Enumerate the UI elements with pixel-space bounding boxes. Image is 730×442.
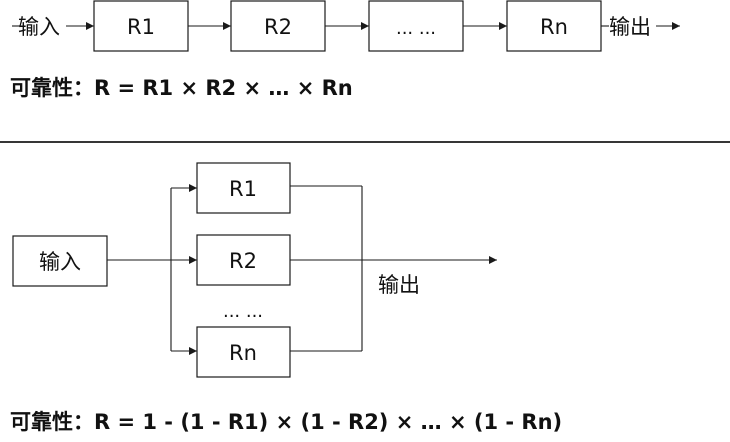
series-block-rn xyxy=(506,0,602,52)
parallel-block-r2-label: R2 xyxy=(229,249,257,273)
parallel-ellipsis: ... ... xyxy=(223,301,263,322)
series-block-ellipsis xyxy=(368,0,464,52)
parallel-block-r1-label: R1 xyxy=(229,177,257,201)
series-block-r1-label: R1 xyxy=(127,15,155,39)
series-reliability-formula: 可靠性：R = R1 × R2 × … × Rn xyxy=(10,76,353,100)
parallel-block-r1 xyxy=(196,162,291,214)
series-output-label: 输出 xyxy=(609,15,651,39)
series-block-r2 xyxy=(230,0,326,52)
parallel-block-rn-label: Rn xyxy=(229,341,257,365)
series-block-rn-label: Rn xyxy=(540,15,568,39)
series-block-ellipsis-label: ... ... xyxy=(396,18,436,39)
parallel-output-label: 输出 xyxy=(378,273,420,297)
parallel-reliability-formula: 可靠性：R = 1 - (1 - R1) × (1 - R2) × … × (1… xyxy=(10,410,562,434)
series-block-r1 xyxy=(93,0,189,52)
parallel-block-r2 xyxy=(196,234,291,286)
parallel-input-block xyxy=(12,235,108,287)
series-input-label: 输入 xyxy=(18,15,60,39)
parallel-diagram: 输入 R1 R2 ... ... Rn 输出 可靠性：R = 1 - (1 - … xyxy=(10,162,562,434)
series-diagram: 输入 R1 R2 ... ... Rn 输出 可靠性：R = R1 × R2 ×… xyxy=(10,0,680,100)
parallel-input-label: 输入 xyxy=(39,250,81,274)
parallel-block-rn xyxy=(196,326,291,378)
series-block-r2-label: R2 xyxy=(264,15,292,39)
